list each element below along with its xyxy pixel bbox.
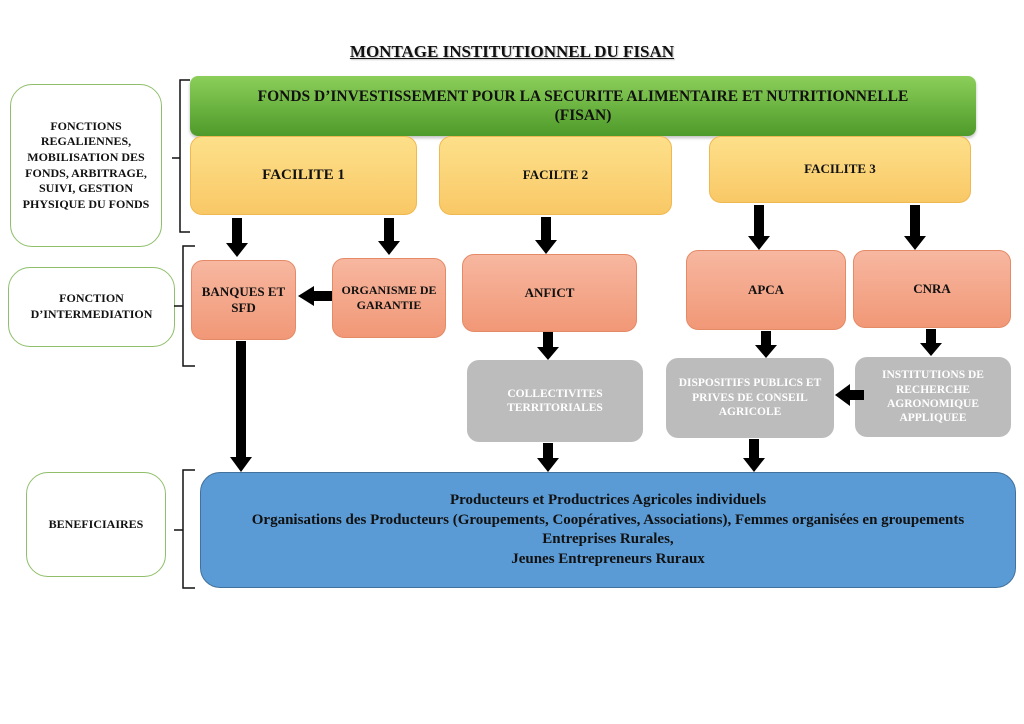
arrow-fac1-banques	[226, 218, 248, 257]
collectivites-box: COLLECTIVITES TERRITORIALES	[467, 360, 643, 442]
fund-box: FONDS D’INVESTISSEMENT POUR LA SECURITE …	[190, 76, 976, 136]
arrow-banques-beneficiaries	[230, 341, 252, 472]
garantie-box: ORGANISME DE GARANTIE	[332, 258, 446, 338]
arrow-dispositifs-beneficiaries	[743, 439, 765, 472]
arrow-collectivites-beneficiaries	[537, 443, 559, 472]
banques-box: BANQUES ET SFD	[191, 260, 296, 340]
side-label-fonctions: FONCTIONS REGALIENNES, MOBILISATION DES …	[10, 84, 162, 247]
institutions-box: INSTITUTIONS DE RECHERCHE AGRONOMIQUE AP…	[855, 357, 1011, 437]
brace-beneficiaires	[182, 469, 195, 589]
brace-fonctions	[179, 79, 190, 233]
anfict-box: ANFICT	[462, 254, 637, 332]
side-label-intermediation: FONCTION D’INTERMEDIATION	[8, 267, 175, 347]
side-label-beneficiaires: BENEFICIAIRES	[26, 472, 166, 577]
beneficiary-line: Entreprises Rurales,	[542, 531, 674, 547]
beneficiary-line: Jeunes Entrepreneurs Ruraux	[511, 550, 705, 567]
arrow-fac1-garantie	[378, 218, 400, 255]
fund-line-2: (FISAN)	[554, 107, 612, 124]
beneficiary-line: Organisations des Producteurs (Groupemen…	[251, 511, 965, 528]
arrow-fac2-anfict	[535, 217, 557, 254]
arrow-anfict-collectivites	[537, 332, 559, 360]
arrow-fac3-cnra	[904, 205, 926, 250]
facility-1-box: FACILITE 1	[190, 136, 417, 215]
arrow-institutions-dispositifs	[835, 384, 864, 406]
facility-3-box: FACILITE 3	[709, 136, 971, 203]
arrow-garantie-banques	[298, 286, 332, 306]
brace-intermediation	[182, 245, 195, 367]
facility-2-box: FACILTE 2	[439, 136, 672, 215]
arrow-fac3-apca	[748, 205, 770, 250]
arrow-apca-dispositifs	[755, 331, 777, 358]
beneficiary-line: Producteurs et Productrices Agricoles in…	[449, 492, 767, 508]
arrow-cnra-institutions	[920, 329, 942, 356]
apca-box: APCA	[686, 250, 846, 330]
cnra-box: CNRA	[853, 250, 1011, 328]
fund-line-1: FONDS D’INVESTISSEMENT POUR LA SECURITE …	[257, 87, 909, 105]
dispositifs-box: DISPOSITIFS PUBLICS ET PRIVES DE CONSEIL…	[666, 358, 834, 438]
beneficiaries-box: Producteurs et Productrices Agricoles in…	[200, 472, 1016, 588]
diagram-title: MONTAGE INSTITUTIONNEL DU FISAN	[349, 42, 675, 61]
